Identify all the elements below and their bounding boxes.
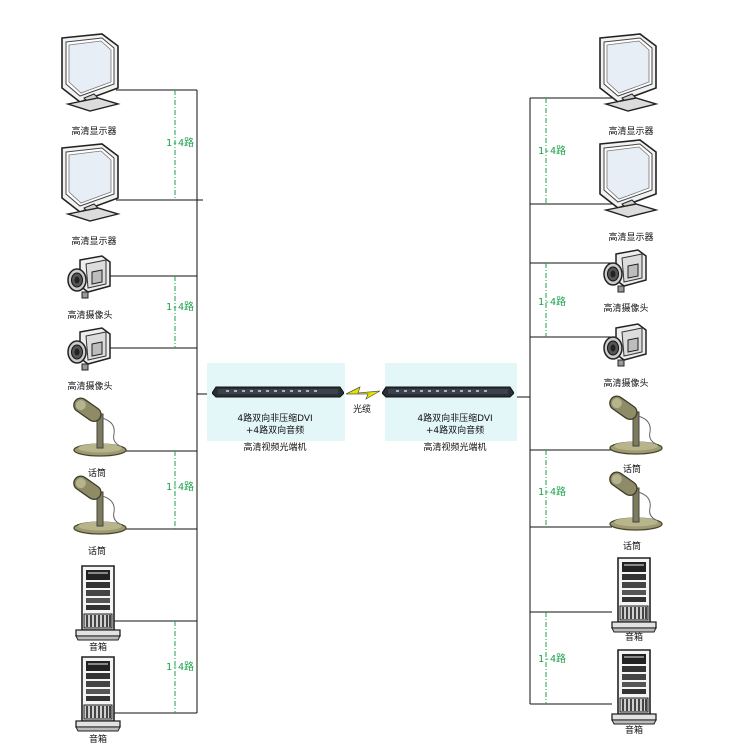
right-camera-2-icon xyxy=(603,323,647,367)
left-monitor-2-icon xyxy=(61,143,119,222)
right-speaker-2-icon xyxy=(611,649,657,725)
left-camera-1-icon xyxy=(67,255,111,299)
left-transceiver-name: 高清视频光端机 xyxy=(243,441,306,453)
right-monitor-1-icon xyxy=(599,33,657,112)
left-mic-1-label: 话筒 xyxy=(88,467,106,479)
right-transceiver-line1: 4路双向非压缩DVI xyxy=(417,412,492,424)
right-camera-1-label: 高清摄像头 xyxy=(603,302,648,314)
right-channel-label-4: 1-4路 xyxy=(538,652,566,665)
left-trunk-lines xyxy=(104,89,214,714)
left-transceiver-line2: +4路双向音频 xyxy=(246,424,304,436)
left-speaker-2-icon xyxy=(75,656,121,732)
left-camera-2-label: 高清摄像头 xyxy=(67,380,112,392)
right-trunk-lines xyxy=(514,97,612,705)
left-speaker-1-label: 音箱 xyxy=(89,641,107,653)
left-mic-2-icon xyxy=(70,472,127,535)
left-speaker-2-label: 音箱 xyxy=(89,733,107,745)
left-camera-1-label: 高清摄像头 xyxy=(67,309,112,321)
left-transceiver-line1: 4路双向非压缩DVI xyxy=(237,412,312,424)
fiber-link-icon xyxy=(345,386,381,400)
left-channel-label-2: 1-4路 xyxy=(166,300,194,313)
right-transceiver-name: 高清视频光端机 xyxy=(423,441,486,453)
right-speaker-1-icon xyxy=(611,557,657,633)
left-camera-2-icon xyxy=(67,327,111,371)
right-channel-label-2: 1-4路 xyxy=(538,295,566,308)
left-channel-label-1: 1-4路 xyxy=(166,136,194,149)
right-channel-label-3: 1-4路 xyxy=(538,485,566,498)
left-monitor-2-label: 高清显示器 xyxy=(71,235,116,247)
left-monitor-1-label: 高清显示器 xyxy=(71,125,116,137)
right-mic-2-icon xyxy=(606,468,663,531)
right-mic-2-label: 话筒 xyxy=(623,540,641,552)
right-speaker-2-label: 音箱 xyxy=(625,724,643,736)
fiber-link-label: 光缆 xyxy=(353,403,371,415)
left-transceiver-unit-icon xyxy=(212,386,344,398)
right-channel-label-1: 1-4路 xyxy=(538,144,566,157)
right-mic-1-icon xyxy=(606,392,663,455)
right-speaker-1-label: 音箱 xyxy=(625,631,643,643)
right-transceiver-line2: +4路双向音频 xyxy=(426,424,484,436)
right-transceiver-unit-icon xyxy=(382,386,514,398)
right-camera-1-icon xyxy=(603,249,647,293)
left-mic-1-icon xyxy=(70,394,127,457)
left-channel-label-3: 1-4路 xyxy=(166,480,194,493)
right-monitor-1-label: 高清显示器 xyxy=(608,125,653,137)
right-camera-2-label: 高清摄像头 xyxy=(603,377,648,389)
left-channel-label-4: 1-4路 xyxy=(166,660,194,673)
right-monitor-2-icon xyxy=(599,139,657,218)
left-transceiver-panel xyxy=(207,363,345,441)
left-monitor-1-icon xyxy=(61,33,119,112)
right-transceiver-panel xyxy=(385,363,517,441)
left-speaker-1-icon xyxy=(75,565,121,641)
right-monitor-2-label: 高清显示器 xyxy=(608,231,653,243)
left-mic-2-label: 话筒 xyxy=(88,545,106,557)
right-mic-1-label: 话筒 xyxy=(623,463,641,475)
